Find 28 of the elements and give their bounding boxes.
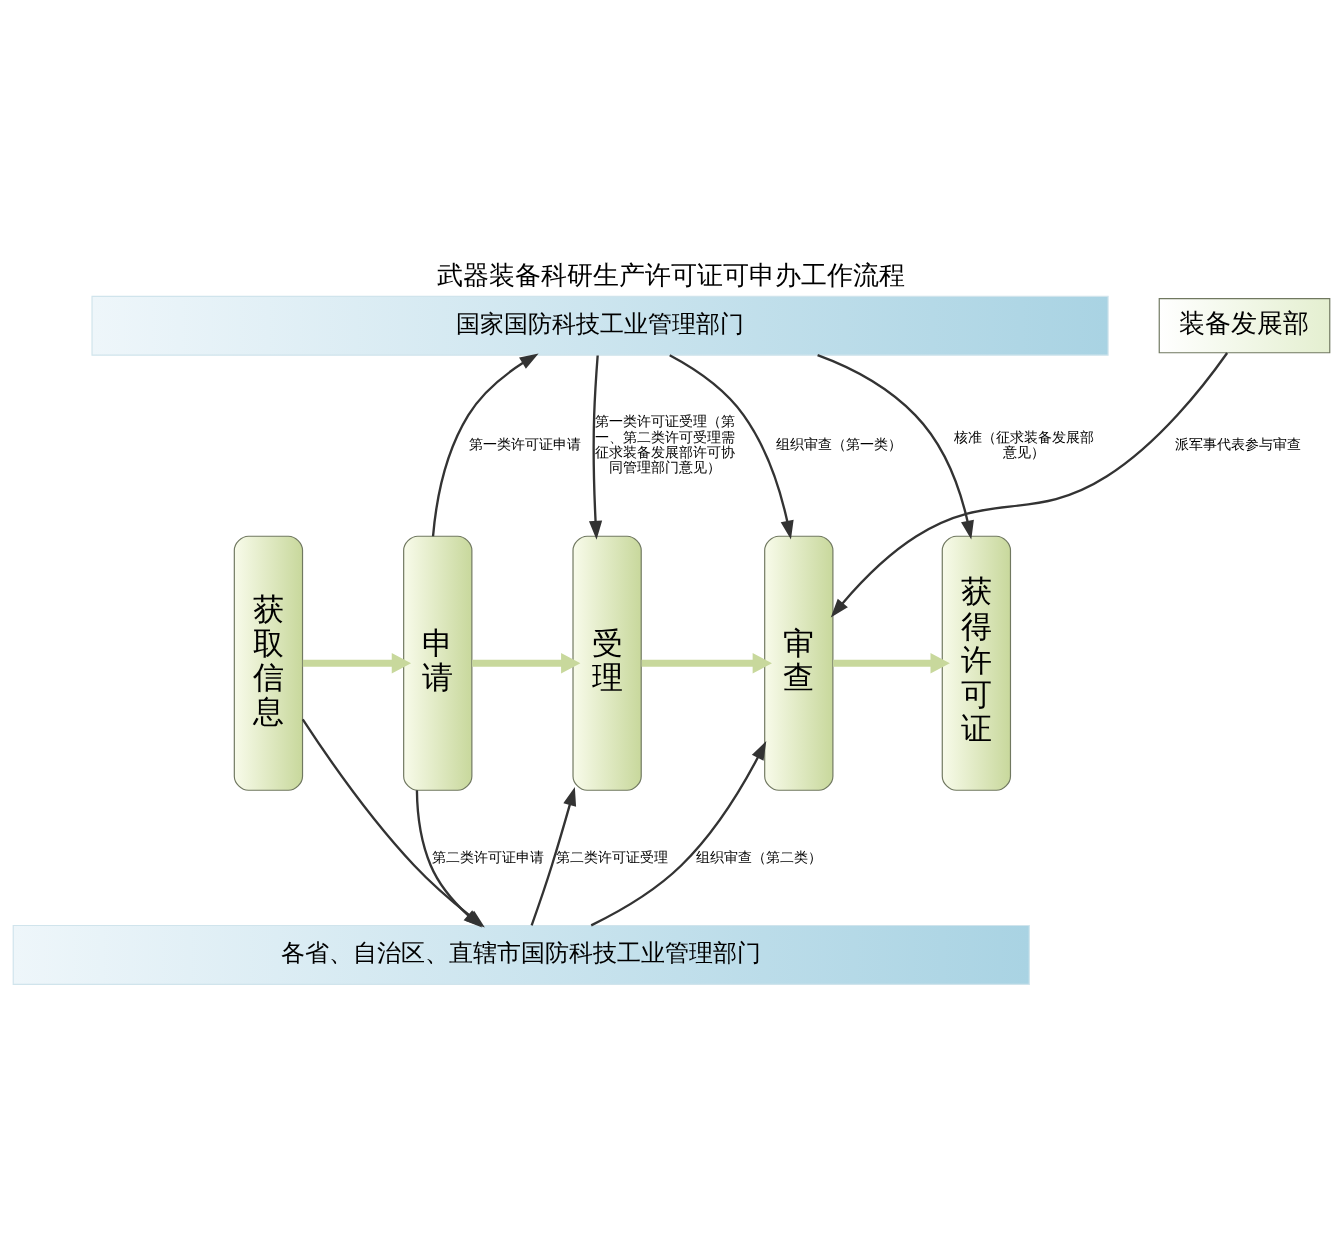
edge-label: 第一类许可证申请: [469, 435, 582, 452]
diagram-title: 武器装备科研生产许可证可申办工作流程: [437, 259, 906, 290]
arrow: [588, 354, 603, 540]
node-box: 装备发展部: [1158, 297, 1331, 353]
node-box: 审查: [764, 535, 834, 791]
edge-label: 组织审查（第二类）: [696, 848, 823, 865]
edge-label: 第二类许可证申请: [431, 848, 544, 865]
arrow: [833, 652, 950, 673]
arrow: [641, 652, 772, 673]
edge-label: 核准（征求装备发展部意见）: [954, 428, 1095, 460]
node-box: 国家国防科技工业管理部门: [91, 295, 1109, 356]
node-box: 各省、自治区、直辖市国防科技工业管理部门: [12, 924, 1030, 985]
arrow: [669, 353, 794, 539]
node-box: 受理: [572, 535, 642, 791]
edge-label: 组织审查（第一类）: [776, 435, 903, 452]
node-box: 申请: [403, 535, 473, 791]
arrow: [530, 786, 577, 926]
arrow: [830, 351, 1229, 617]
edge-label: 派军事代表参与审查: [1175, 435, 1302, 452]
arrow: [302, 652, 412, 673]
arrow: [431, 352, 539, 536]
edge-label: 第一类许可证受理（第一、第二类许可受理需征求装备发展部许可协同管理部门意见）: [595, 412, 736, 475]
node-box: 获得许可证: [941, 535, 1012, 791]
arrow: [817, 353, 974, 539]
node-box: 获取信息: [233, 535, 304, 791]
arrow: [590, 740, 767, 926]
arrow: [472, 652, 581, 673]
edge-label: 第二类许可证受理: [556, 848, 669, 865]
